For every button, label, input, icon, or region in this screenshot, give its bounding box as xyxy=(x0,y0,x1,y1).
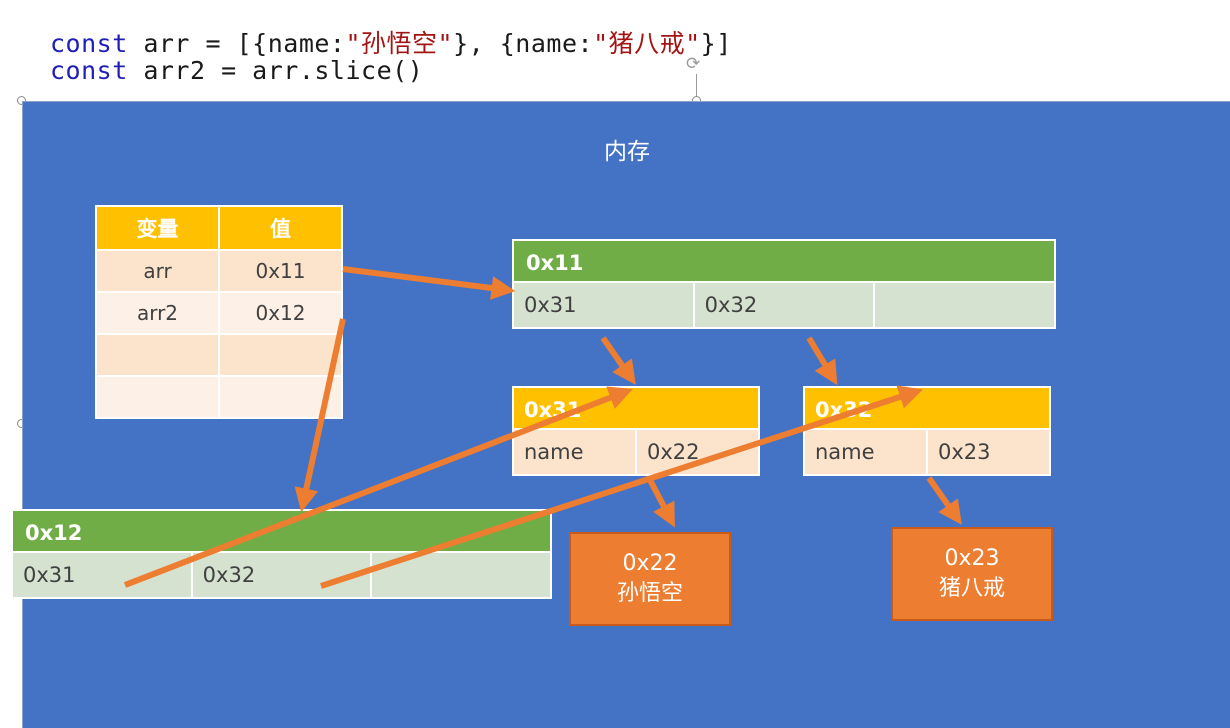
property-key: name xyxy=(514,430,637,474)
rotate-handle-stem xyxy=(696,74,697,98)
code-string: "猪八戒" xyxy=(593,29,701,58)
object-box-0x31: 0x31 name 0x22 xyxy=(512,386,760,476)
arrow-0x32-name-to-0x23 xyxy=(926,476,962,525)
array-address: 0x11 xyxy=(512,239,1056,283)
code-keyword: const xyxy=(50,29,128,58)
arrow-0x11-cell1-to-0x32 xyxy=(806,336,838,386)
array-cell: 0x31 xyxy=(13,553,193,597)
object-address: 0x32 xyxy=(803,386,1051,430)
diagram-title: 内存 xyxy=(604,139,650,165)
code-keyword: const xyxy=(50,56,128,85)
table-row xyxy=(95,375,343,419)
array-box-0x11: 0x11 0x31 0x32 xyxy=(512,239,1056,329)
code-text: arr = [{name: xyxy=(127,29,346,58)
resize-handle-top-left[interactable] xyxy=(17,96,26,105)
string-box-0x23: 0x23 猪八戒 xyxy=(891,527,1053,621)
string-value: 孙悟空 xyxy=(616,581,683,606)
object-address: 0x31 xyxy=(512,386,760,430)
string-value: 猪八戒 xyxy=(938,576,1005,601)
var-value xyxy=(218,333,343,377)
code-line-1: const arr = [{name:"孙悟空"}, {name:"猪八戒"}] xyxy=(50,24,732,60)
code-text: }, {name: xyxy=(453,29,594,58)
array-box-0x12: 0x12 0x31 0x32 xyxy=(11,509,552,599)
array-address: 0x12 xyxy=(11,509,552,553)
var-name: arr2 xyxy=(95,291,220,335)
string-address: 0x23 xyxy=(944,546,1000,571)
var-value: 0x12 xyxy=(218,291,343,335)
array-cell: 0x32 xyxy=(192,553,373,597)
variable-table: 变量 值 arr 0x11 arr2 0x12 xyxy=(95,205,343,419)
code-text: arr2 = arr.slice() xyxy=(127,56,424,85)
header-variable: 变量 xyxy=(95,205,220,251)
arrow-0x31-name-to-0x22 xyxy=(646,476,675,528)
array-cell: 0x31 xyxy=(514,283,695,327)
code-line-2: const arr2 = arr.slice() xyxy=(50,56,423,85)
var-name xyxy=(95,375,220,419)
array-cell xyxy=(372,553,551,597)
var-value xyxy=(218,375,343,419)
arrow-0x11-cell0-to-0x31 xyxy=(600,336,636,385)
object-property: name 0x22 xyxy=(512,430,760,476)
arrow-arr-to-0x11 xyxy=(342,266,516,300)
array-cells: 0x31 0x32 xyxy=(11,553,552,599)
object-property: name 0x23 xyxy=(803,430,1051,476)
table-row xyxy=(95,333,343,377)
memory-diagram-shape[interactable]: 内存 变量 值 arr 0x11 arr2 0x12 0x11 0x31 0x3… xyxy=(11,101,1230,728)
string-box-0x22: 0x22 孙悟空 xyxy=(569,532,731,626)
string-address: 0x22 xyxy=(622,551,678,576)
header-value: 值 xyxy=(218,205,343,251)
var-name xyxy=(95,333,220,377)
object-box-0x32: 0x32 name 0x23 xyxy=(803,386,1051,476)
table-row: arr2 0x12 xyxy=(95,291,343,335)
var-value: 0x11 xyxy=(218,249,343,293)
code-string: "孙悟空" xyxy=(345,29,454,58)
array-cell: 0x32 xyxy=(694,283,876,327)
property-value: 0x22 xyxy=(637,430,758,474)
rotate-handle-icon[interactable]: ⟳ xyxy=(686,54,701,74)
var-name: arr xyxy=(95,249,220,293)
array-cell xyxy=(875,283,1055,327)
code-text: }] xyxy=(700,29,732,58)
property-value: 0x23 xyxy=(928,430,1049,474)
property-key: name xyxy=(805,430,928,474)
array-cells: 0x31 0x32 xyxy=(512,283,1056,329)
table-row: arr 0x11 xyxy=(95,249,343,293)
